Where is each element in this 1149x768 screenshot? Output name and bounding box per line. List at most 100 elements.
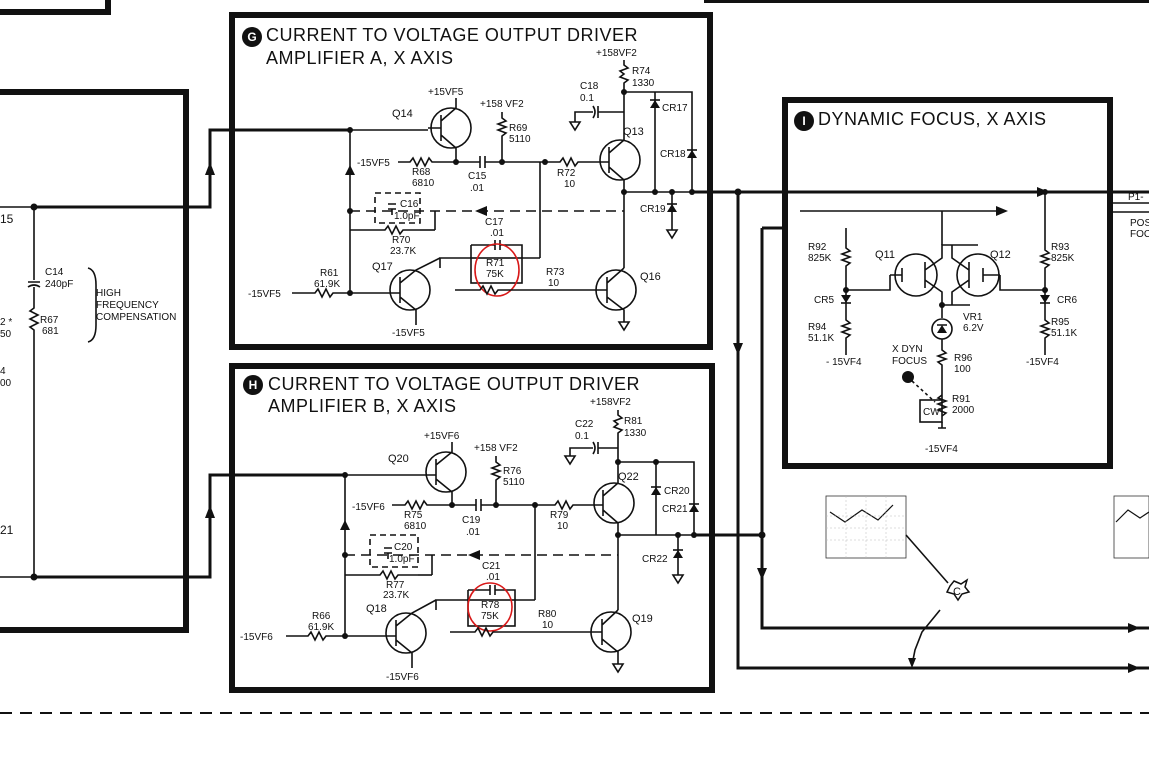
q11-label: Q11	[875, 249, 895, 261]
c22-value: 0.1	[575, 431, 589, 442]
c15-value: .01	[470, 183, 484, 194]
r70-value: 23.7K	[390, 246, 416, 257]
cr21-label: CR21	[662, 504, 688, 515]
c19-value: .01	[466, 527, 480, 538]
block-i-letter: I	[802, 114, 805, 128]
r75-value: 6810	[404, 521, 427, 532]
c22-label: C22	[575, 419, 594, 430]
block-h-badge	[243, 375, 263, 395]
r66-label: R66	[312, 611, 331, 622]
c15-label: C15	[468, 171, 487, 182]
r81-value: 1330	[624, 428, 647, 439]
left-partial-21: 21	[0, 523, 14, 537]
hf-label-2: FREQUENCY	[96, 300, 159, 311]
xdyn-label-1: X DYN	[892, 344, 923, 355]
c20-label: C20	[394, 542, 413, 553]
r69-supply: +158 VF2	[480, 99, 524, 110]
r68-label: R68	[412, 167, 431, 178]
block-i-badge	[794, 111, 814, 131]
r78-red-circle	[467, 582, 513, 632]
hf-label-1: HIGH	[96, 288, 121, 299]
r95-label: R95	[1051, 317, 1070, 328]
r67-label: R67	[40, 315, 59, 326]
r78-label: R78	[481, 600, 500, 611]
vr1-value: 6.2V	[963, 323, 984, 334]
left-panel: C14 240pF R67 681 HIGH FREQUENCY COMPENS…	[0, 128, 350, 581]
cr18-label: CR18	[660, 149, 686, 160]
r94-value: 51.1K	[808, 333, 834, 344]
r75-label: R75	[404, 510, 423, 521]
r67-value: 681	[42, 326, 59, 337]
connector-p1: P1-	[1128, 192, 1144, 203]
cr22-label: CR22	[642, 554, 668, 565]
r74-value: 1330	[632, 78, 655, 89]
r66-value: 61.9K	[308, 622, 334, 633]
c16-value: 1.0pF	[394, 211, 420, 222]
output-interconnect: P1- POS FOC	[692, 187, 1149, 673]
left-partial-4: 4	[0, 366, 6, 377]
r79-label: R79	[550, 510, 569, 521]
r92-label: R92	[808, 242, 827, 253]
q18-emitter-supply: -15VF6	[386, 672, 419, 683]
connector-foc: FOC	[1130, 229, 1149, 240]
c17-label: C17	[485, 217, 504, 228]
r73-label: R73	[546, 267, 565, 278]
q17-label: Q17	[372, 261, 393, 273]
r96-label: R96	[954, 353, 973, 364]
r79-value: 10	[557, 521, 569, 532]
waveform-marker	[945, 578, 971, 602]
r81-label: R81	[624, 416, 643, 427]
q14-supply: +15VF5	[428, 87, 464, 98]
r92-value: 825K	[808, 253, 832, 264]
q22-label: Q22	[618, 471, 639, 483]
cr20-label: CR20	[664, 486, 690, 497]
r80-value: 10	[542, 620, 554, 631]
c20-value: 1.0pF	[389, 554, 415, 565]
waveform-thumbnails: C	[825, 495, 1149, 668]
q13-transistor	[599, 139, 641, 181]
r73-value: 10	[548, 278, 560, 289]
focus-adjust-knob	[902, 371, 914, 383]
amplifier-a: Q14 +15VF5 -15VF5 C15 .01 +158 VF2 R69 5…	[248, 48, 697, 339]
block-h-title2: AMPLIFIER B, X AXIS	[268, 396, 457, 416]
q17-emitter-supply: -15VF5	[392, 328, 425, 339]
amp-b-neg-supply: -15VF6	[352, 502, 385, 513]
cw-label: CW	[923, 407, 940, 418]
q16-label: Q16	[640, 271, 661, 283]
connector-pos: POS	[1130, 218, 1149, 229]
block-g-title2: AMPLIFIER A, X AXIS	[266, 48, 454, 68]
r61-label: R61	[320, 268, 339, 279]
r74-label: R74	[632, 66, 651, 77]
r78-value: 75K	[481, 611, 499, 622]
r68-value: 6810	[412, 178, 435, 189]
block-h-title1: CURRENT TO VOLTAGE OUTPUT DRIVER	[268, 374, 640, 394]
r69-value: 5110	[509, 134, 531, 145]
waveform-scope-1	[825, 495, 907, 559]
c21-value: .01	[486, 572, 500, 583]
left-partial-50: 50	[0, 329, 12, 340]
q13-label: Q13	[623, 126, 644, 138]
r76-label: R76	[503, 466, 522, 477]
c18-value: 0.1	[580, 93, 594, 104]
c17-value: .01	[490, 228, 504, 239]
block-g-border	[229, 12, 713, 350]
c19-label: C19	[462, 515, 481, 526]
c21-label: C21	[482, 561, 501, 572]
cr19-label: CR19	[640, 204, 666, 215]
r76-supply: +158 VF2	[474, 443, 518, 454]
q19-label: Q19	[632, 613, 653, 625]
left-partial-15: 15	[0, 212, 14, 226]
r72-label: R72	[557, 168, 576, 179]
r61-value: 61.9K	[314, 279, 340, 290]
vr1-label: VR1	[963, 312, 983, 323]
r96-value: 100	[954, 364, 971, 375]
r71-value: 75K	[486, 269, 504, 280]
r74-supply: +158VF2	[596, 48, 637, 59]
c14-value: 240pF	[45, 279, 73, 290]
block-i-title: DYNAMIC FOCUS, X AXIS	[818, 109, 1047, 129]
frame-lines	[0, 0, 1149, 714]
block-h-border	[229, 363, 715, 693]
cr5-label: CR5	[814, 295, 834, 306]
waveform-marker-label: C	[953, 586, 961, 598]
